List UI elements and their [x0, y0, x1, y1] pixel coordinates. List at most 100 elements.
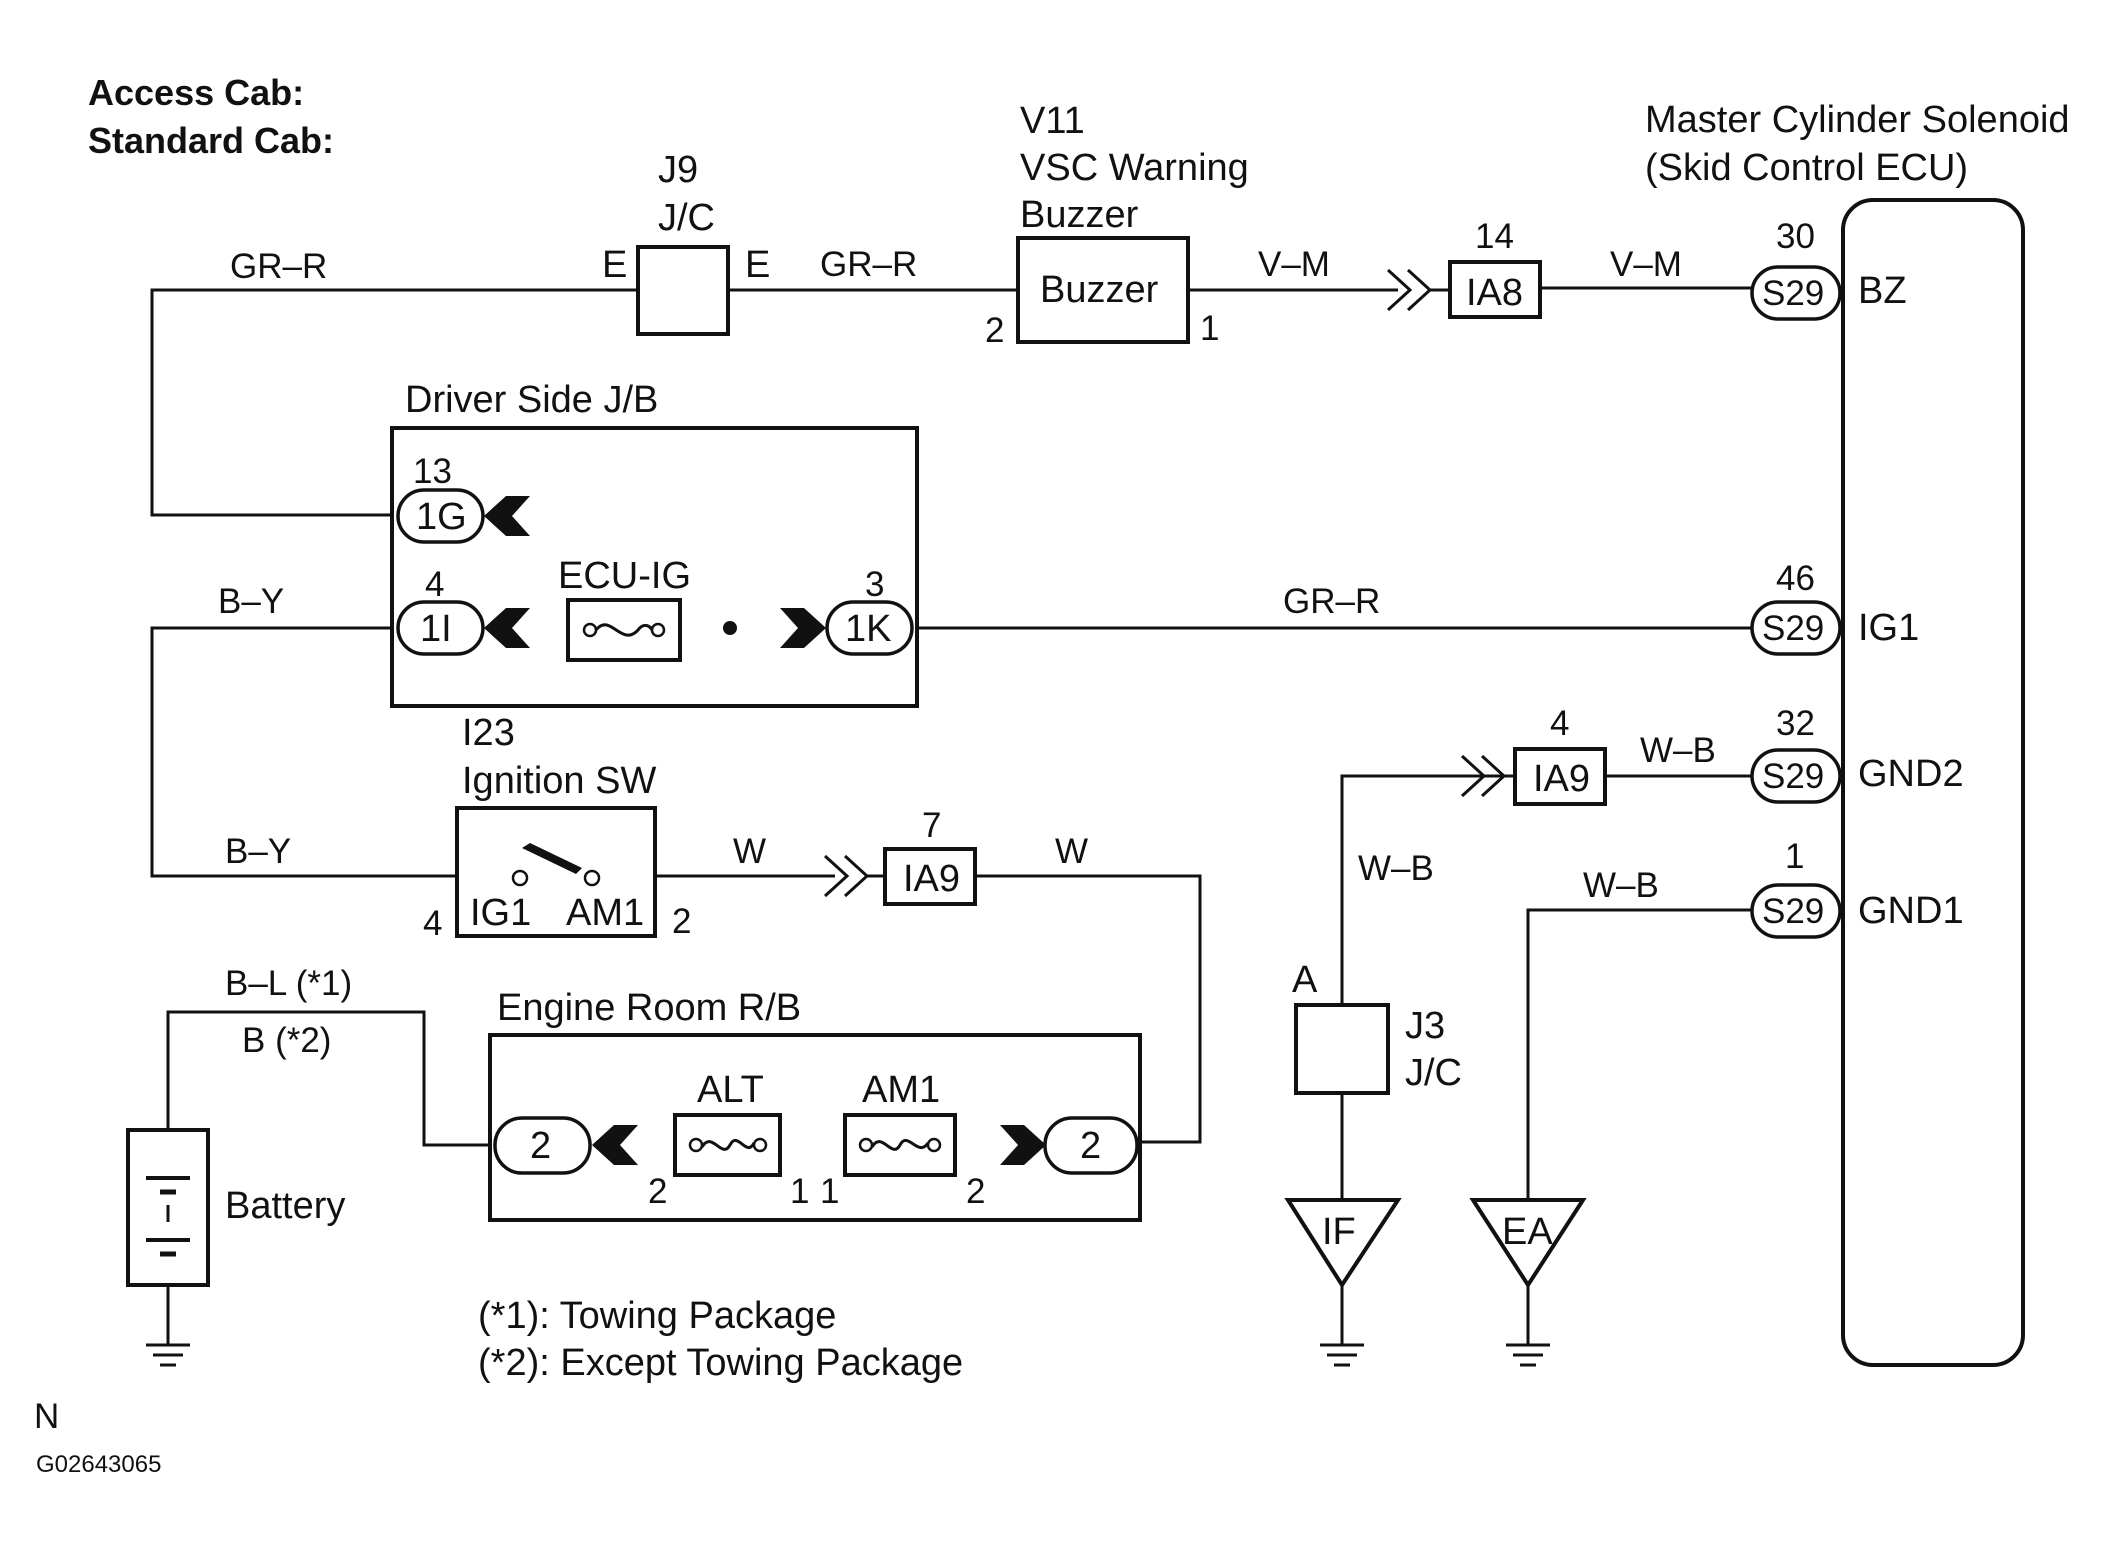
engine-terminal-right — [1043, 1116, 1139, 1175]
ecu-pin-number: 46 — [1776, 559, 1815, 598]
ia9-gnd-label: IA9 — [1533, 758, 1590, 800]
wire-label-w-1: W — [733, 832, 766, 871]
ia9-ign-pin: 7 — [922, 806, 941, 845]
junction-j9: J9 J/C E E — [602, 149, 770, 336]
buzzer-code: V11 — [1020, 100, 1085, 142]
j3-box — [1294, 1003, 1390, 1095]
wire-label-b-y-1: B–Y — [218, 582, 284, 621]
j9-pin-left: E — [602, 244, 627, 286]
ecu-pin-number: 1 — [1785, 837, 1804, 876]
ecu-pin-signal: GND2 — [1858, 753, 1964, 795]
wire-label-v-m-2: V–M — [1610, 245, 1682, 284]
ecu-pin-signal: BZ — [1858, 270, 1907, 312]
ecu-pin-gnd1: 1 S29 GND1 — [1750, 837, 1964, 939]
driver-jb-title: Driver Side J/B — [405, 379, 658, 421]
am1-pin-left: 1 — [820, 1172, 839, 1211]
battery-label: Battery — [225, 1185, 345, 1227]
ignition-term-left: IG1 — [470, 892, 531, 934]
buzzer-box-label: Buzzer — [1040, 269, 1159, 311]
ignition-pin-right: 2 — [672, 902, 691, 941]
ia8-label: IA8 — [1466, 272, 1523, 314]
wire-label-gr-r-mid: GR–R — [820, 245, 917, 284]
j9-box — [636, 245, 730, 336]
junction-j3: A J3 J/C — [1292, 959, 1462, 1095]
arrow-1g — [484, 496, 530, 536]
alt-pin-right: 1 — [790, 1172, 809, 1211]
ignition-pin-left: 4 — [423, 904, 442, 943]
alt-label: ALT — [697, 1069, 764, 1111]
wire-gr-r-left — [150, 288, 638, 517]
engine-rb-box — [488, 1033, 1142, 1222]
buzzer-name-2: Buzzer — [1020, 194, 1139, 236]
j3-type: J/C — [1405, 1052, 1462, 1094]
ground-if: IF — [1284, 1198, 1402, 1367]
ecu-ig-label: ECU-IG — [558, 555, 691, 597]
arrow-engine-left — [592, 1125, 638, 1165]
ecu-pin-bz: 30 S29 BZ — [1750, 217, 1907, 321]
splice-dot — [723, 621, 737, 635]
ecu: Master Cylinder Solenoid (Skid Control E… — [1645, 99, 2070, 1367]
switch-lever — [522, 843, 582, 874]
ignition-box — [455, 806, 657, 938]
wire-w-b-3 — [1526, 908, 1752, 1200]
arrow-engine-right — [1000, 1125, 1046, 1165]
wire-label-w-2: W — [1055, 832, 1088, 871]
engine-room-rb: Engine Room R/B 2 ALT AM1 2 2 1 1 2 — [488, 987, 1142, 1222]
buzzer-pin-out: 1 — [1200, 309, 1219, 348]
jb-terminal-1g — [396, 488, 485, 544]
jb-terminal-pin: 3 — [865, 565, 884, 604]
j9-type: J/C — [658, 197, 715, 239]
buzzer-pin-in: 2 — [985, 311, 1004, 350]
ia9-ign-label: IA9 — [903, 858, 960, 900]
wire-w-2 — [975, 874, 1202, 1144]
ecu-pin-connector: S29 — [1762, 757, 1824, 796]
ignition-switch: I23 Ignition SW IG1 AM1 4 2 — [423, 712, 691, 943]
buzzer-box — [1016, 236, 1190, 344]
wire-b-y — [150, 626, 457, 878]
j3-pin: A — [1292, 959, 1318, 1001]
ground-battery — [146, 1343, 190, 1367]
jb-terminal-pin: 13 — [413, 452, 452, 491]
wire-label-w-b-3: W–B — [1583, 866, 1659, 905]
jb-terminal-label: 1K — [845, 608, 891, 650]
jb-terminal-1i — [396, 600, 485, 656]
ia9-gnd-pin: 4 — [1550, 704, 1569, 743]
ia9-gnd-box — [1513, 747, 1607, 806]
wire-label-gr-r-left: GR–R — [230, 247, 327, 286]
wire-w-b-1 — [1340, 774, 1515, 1005]
connector-ia9-ign: IA9 7 — [823, 806, 977, 906]
wire-label-b-l: B–L (*1) — [225, 964, 352, 1003]
jb-terminal-label: 1I — [420, 608, 452, 650]
ecu-pin-number: 30 — [1776, 217, 1815, 256]
wire-label-w-b-2: W–B — [1640, 731, 1716, 770]
jb-terminal-label: 1G — [416, 496, 467, 538]
ecu-pin-connector: S29 — [1762, 609, 1824, 648]
note-towing: (*1): Towing Package — [478, 1295, 836, 1337]
ecu-pin-pill — [1750, 883, 1842, 939]
note-except-towing: (*2): Except Towing Package — [478, 1342, 963, 1384]
engine-rb-title: Engine Room R/B — [497, 987, 801, 1029]
connector-ia9-gnd: IA9 4 — [1460, 704, 1607, 806]
ia8-box — [1448, 260, 1542, 319]
header-line1: Access Cab: — [88, 72, 304, 113]
ecu-pin-pill — [1750, 265, 1842, 321]
ground-ea: EA — [1469, 1198, 1587, 1367]
am1-label: AM1 — [862, 1069, 940, 1111]
alt-pin-left: 2 — [648, 1172, 667, 1211]
engine-terminal-left-label: 2 — [530, 1125, 551, 1167]
ecu-name-1: Master Cylinder Solenoid — [1645, 99, 2070, 141]
wire-label-w-b-1: W–B — [1358, 849, 1434, 888]
jb-terminal-1k — [825, 600, 914, 656]
ecu-pin-number: 32 — [1776, 704, 1815, 743]
am1-pin-right: 2 — [966, 1172, 985, 1211]
wire-label-b: B (*2) — [242, 1021, 331, 1060]
figure-id: G02643065 — [36, 1451, 161, 1478]
battery-box — [126, 1128, 210, 1287]
wire-label-v-m-1: V–M — [1258, 245, 1330, 284]
engine-terminal-left — [493, 1116, 592, 1175]
ecu-pin-ig1: 46 S29 IG1 — [1750, 559, 1919, 656]
ignition-name: Ignition SW — [462, 760, 656, 802]
jb-terminal-pin: 4 — [425, 565, 444, 604]
footer-letter: N — [34, 1397, 59, 1436]
